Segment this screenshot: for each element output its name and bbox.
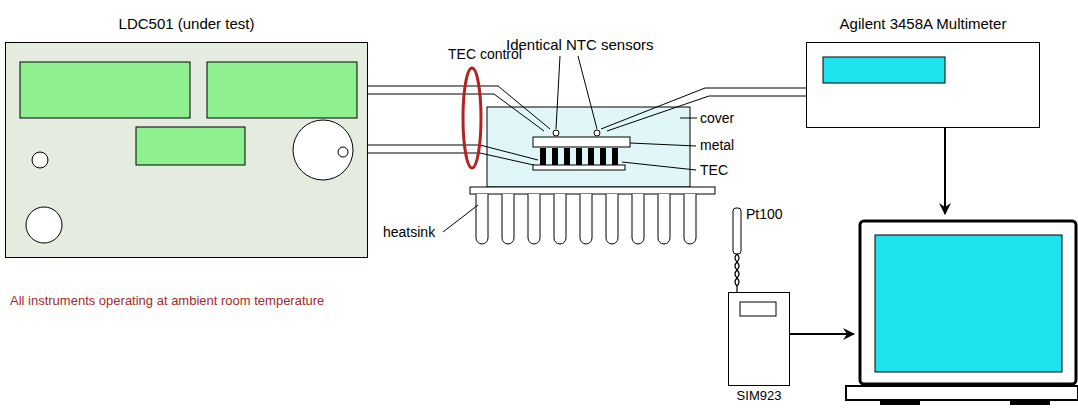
callout-label: Identical NTC sensors (506, 36, 654, 53)
callout-label: metal (700, 137, 734, 153)
instrument-title: Agilent 3458A Multimeter (840, 15, 1007, 32)
instrument-box: Agilent 3458A Multimeter (806, 42, 1040, 128)
thermometer-box: SIM923 (728, 292, 790, 386)
instrument-title: SIM923 (737, 388, 782, 403)
probe-label: Pt100 (746, 206, 783, 222)
callout-label: TEC (700, 162, 728, 178)
note-text: All instruments operating at ambient roo… (10, 293, 324, 308)
instrument-box: LDC501 (under test) (5, 42, 368, 258)
callout-label: cover (700, 110, 734, 126)
callout-label: heatsink (383, 224, 435, 240)
instrument-title: LDC501 (under test) (119, 15, 255, 32)
